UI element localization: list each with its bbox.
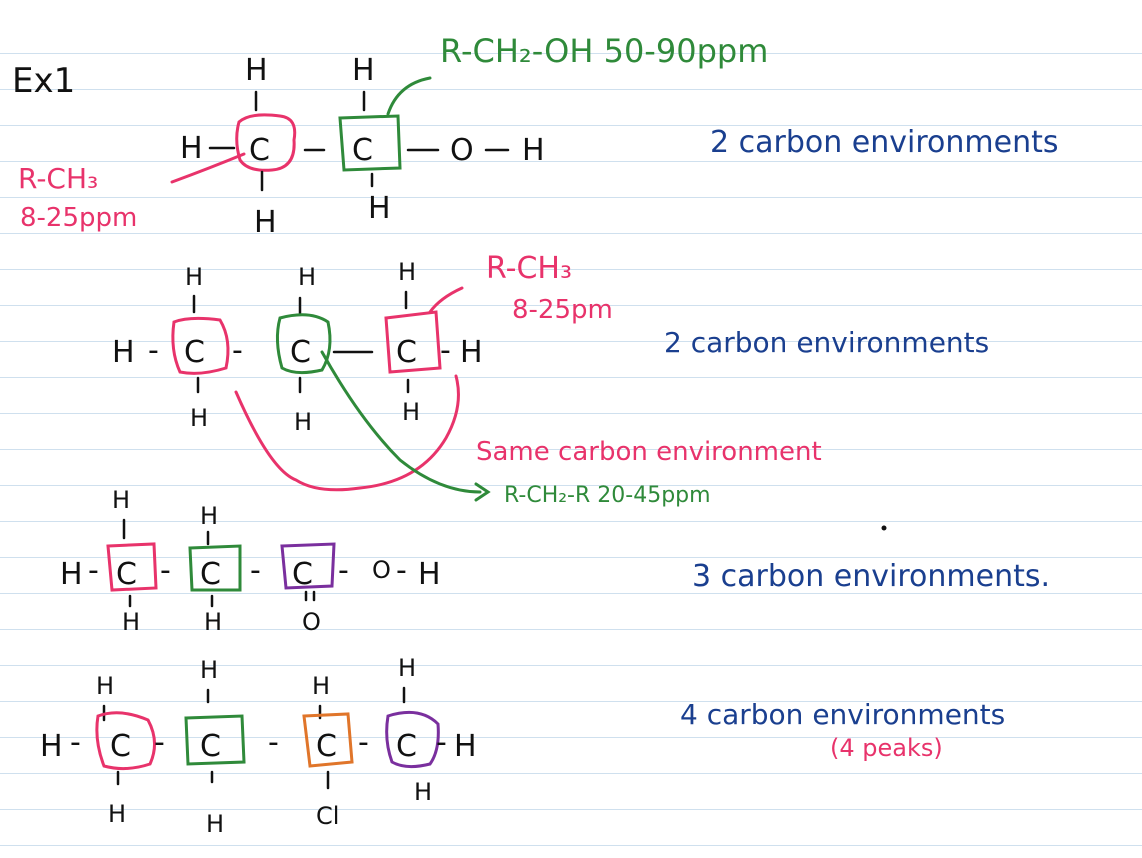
m4-c2: C bbox=[200, 729, 221, 764]
m4-h-bot-2: H bbox=[206, 810, 224, 838]
m4-cl: Cl bbox=[316, 802, 339, 830]
m2-c2-circle bbox=[275, 313, 332, 375]
m1-h-right: H bbox=[522, 133, 545, 168]
m3-c2-box bbox=[188, 544, 242, 592]
m2-h-right: H bbox=[460, 335, 483, 370]
m3-h-top-1: H bbox=[112, 486, 130, 514]
m3-h-bot-1: H bbox=[122, 608, 140, 636]
m2-annotation-same-env: Same carbon environment bbox=[476, 437, 822, 467]
m2-h-left: H bbox=[112, 335, 135, 370]
m1-c2-box bbox=[338, 114, 402, 172]
m1-h-left: H bbox=[180, 131, 203, 166]
m4-h-top-4: H bbox=[398, 654, 416, 682]
m4-c1: C bbox=[110, 729, 131, 764]
m4-c3: C bbox=[316, 729, 337, 764]
m4-c1-circle bbox=[95, 711, 156, 771]
m3-h-right: H bbox=[418, 557, 441, 592]
m1-h-bot-2: H bbox=[368, 191, 391, 226]
m1-arrow-green bbox=[386, 76, 432, 116]
m2-h-bot-1: H bbox=[190, 404, 208, 432]
m2-arrow-ch3 bbox=[428, 286, 464, 314]
m4-dash1: - bbox=[70, 725, 81, 760]
m4-h-bot-4: H bbox=[414, 778, 432, 806]
m1-c2: C bbox=[352, 133, 373, 168]
m1-c1: C bbox=[249, 133, 270, 168]
m3-dash2: - bbox=[160, 553, 171, 588]
m4-h-right: H bbox=[454, 729, 477, 764]
m2-annotation-ch2: R-CH₂-R 20-45ppm bbox=[504, 483, 711, 508]
m4-h-left: H bbox=[40, 729, 63, 764]
m1-annotation-ppm: 8-25ppm bbox=[20, 203, 137, 233]
m3-stray-dot bbox=[881, 525, 887, 531]
m4-c3-box bbox=[302, 712, 354, 768]
m2-dash4: - bbox=[440, 333, 451, 368]
m4-dash2: - bbox=[154, 725, 165, 760]
m4-c4: C bbox=[396, 729, 417, 764]
molecule-4: H H H H H - C - C - C - C - H H H Cl H 4… bbox=[40, 654, 1005, 838]
m4-h-bot-1: H bbox=[108, 800, 126, 828]
m2-c1-circle bbox=[171, 316, 230, 375]
m1-h-top-1: H bbox=[245, 53, 268, 88]
molecule-1: H H H C C O H H H R-CH₂-OH 50-90ppm R-CH… bbox=[18, 32, 1058, 240]
m3-o: O bbox=[372, 556, 391, 584]
m1-annotation-ch2oh: R-CH₂-OH 50-90ppm bbox=[440, 32, 768, 70]
m2-c3: C bbox=[396, 335, 417, 370]
m3-c3: C bbox=[292, 557, 313, 592]
m1-note: 2 carbon environments bbox=[710, 125, 1058, 160]
m3-dash3: - bbox=[250, 553, 261, 588]
m2-h-top-1: H bbox=[185, 263, 203, 291]
molecule-2: H H H H - C - C C - H H H H R-CH₃ 8-25pm… bbox=[112, 251, 989, 508]
m4-h-top-3: H bbox=[312, 672, 330, 700]
m1-h-bot-1: H bbox=[254, 205, 277, 240]
m2-annotation-ppm: 8-25pm bbox=[512, 295, 613, 325]
m3-h-bot-2: H bbox=[204, 608, 222, 636]
m1-h-top-2: H bbox=[352, 53, 375, 88]
m3-h-top-2: H bbox=[200, 502, 218, 530]
m4-c4-circle bbox=[385, 710, 440, 769]
m2-arrow-ch2-head bbox=[474, 482, 491, 502]
m2-c3-box bbox=[384, 310, 442, 374]
m3-dash4: - bbox=[338, 553, 349, 588]
m4-dash5: - bbox=[436, 725, 447, 760]
m3-dash1: - bbox=[88, 553, 99, 588]
m2-arrow-ch2 bbox=[320, 350, 482, 494]
m2-c2: C bbox=[290, 335, 311, 370]
m3-note: 3 carbon environments. bbox=[692, 559, 1050, 594]
m4-h-top-1: H bbox=[96, 672, 114, 700]
molecule-3: H H H - C - C - C - O - H H H O 3 carbon… bbox=[60, 486, 1050, 636]
m2-h-bot-2: H bbox=[294, 408, 312, 436]
m2-h-bot-3: H bbox=[402, 398, 420, 426]
m1-o: O bbox=[450, 133, 474, 168]
m3-c1-box bbox=[106, 542, 158, 592]
m2-h-top-3: H bbox=[398, 258, 416, 286]
m2-c1: C bbox=[184, 335, 205, 370]
m2-annotation-ch3: R-CH₃ bbox=[486, 251, 572, 286]
m2-same-env-link bbox=[234, 374, 460, 492]
m2-h-top-2: H bbox=[298, 263, 316, 291]
m4-sub-note: (4 peaks) bbox=[830, 734, 943, 762]
m4-dash4: - bbox=[358, 725, 369, 760]
m3-c3-box bbox=[280, 542, 336, 590]
m2-note: 2 carbon environments bbox=[664, 326, 989, 359]
m4-dash3: - bbox=[268, 725, 279, 760]
m3-o-bot: O bbox=[302, 608, 321, 636]
m3-c1: C bbox=[116, 557, 137, 592]
m2-dash1: - bbox=[148, 333, 159, 368]
m4-note: 4 carbon environments bbox=[680, 698, 1005, 731]
m3-c2: C bbox=[200, 557, 221, 592]
m2-dash2: - bbox=[232, 333, 243, 368]
m3-dash5: - bbox=[396, 553, 407, 588]
m1-arrow-pink bbox=[170, 152, 246, 184]
m4-c2-box bbox=[184, 714, 246, 766]
m4-h-top-2: H bbox=[200, 656, 218, 684]
m3-h-left: H bbox=[60, 557, 83, 592]
m1-annotation-ch3: R-CH₃ bbox=[18, 162, 98, 195]
example-label: Ex1 bbox=[12, 61, 75, 101]
